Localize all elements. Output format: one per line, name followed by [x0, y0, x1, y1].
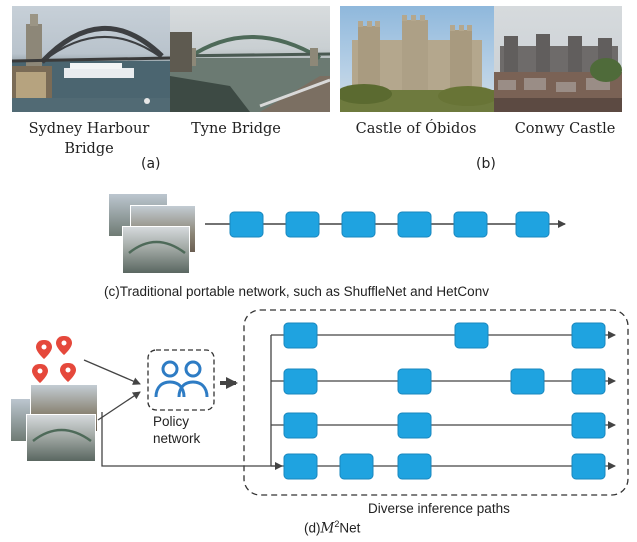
- policy-network-users-icon: [154, 360, 209, 398]
- sydney-harbour-bridge-photo: [12, 6, 170, 112]
- policy-network-label-line2: network: [153, 431, 201, 446]
- block: [285, 211, 320, 238]
- block: [510, 368, 545, 395]
- tyne-bridge-photo: [170, 6, 330, 112]
- caption-sydney-harbour-bridge: Sydney Harbour Bridge: [28, 121, 150, 157]
- inference-path-1: [271, 322, 616, 349]
- block: [397, 211, 432, 238]
- pins-to-policy-arrow: [83, 359, 141, 385]
- location-pin-icon: [60, 363, 76, 382]
- traditional-network-chain: [205, 211, 566, 238]
- block: [571, 453, 606, 480]
- block: [339, 453, 374, 480]
- inference-paths-box: [243, 309, 629, 496]
- block: [283, 412, 318, 439]
- input-image-stack-d-front: [26, 414, 96, 462]
- panel-label-b: (b): [476, 156, 496, 172]
- caption-d-suffix: Net: [339, 520, 361, 536]
- block: [397, 412, 432, 439]
- inference-path-4: [271, 453, 616, 480]
- caption-d-prefix: (d): [304, 520, 321, 536]
- caption-castle-of-obidos: Castle of Óbidos: [355, 121, 477, 137]
- input-image-stack-c-front: [122, 226, 190, 274]
- block: [571, 412, 606, 439]
- location-pin-icon: [36, 340, 52, 359]
- inference-path-3: [271, 412, 616, 439]
- block: [283, 368, 318, 395]
- caption-d-math: M: [320, 520, 335, 537]
- block: [453, 211, 488, 238]
- policy-network-label-line1: Policy: [153, 414, 190, 429]
- castle-of-obidos-photo: [340, 6, 494, 112]
- diverse-inference-paths-label: Diverse inference paths: [368, 501, 510, 516]
- location-pin-icon: [56, 336, 72, 355]
- location-pin-icon: [32, 364, 48, 383]
- block: [397, 453, 432, 480]
- block: [283, 322, 318, 349]
- panel-label-a: (a): [141, 156, 161, 172]
- inference-path-2: [271, 368, 616, 395]
- block: [229, 211, 264, 238]
- caption-d: (d)M2Net: [304, 519, 360, 537]
- policy-network-box: [147, 349, 215, 411]
- block: [397, 368, 432, 395]
- images-bypass-arrow: [101, 412, 283, 470]
- conwy-castle-photo: [494, 6, 622, 112]
- block: [571, 322, 606, 349]
- caption-tyne-bridge: Tyne Bridge: [191, 121, 281, 137]
- caption-conwy-castle: Conwy Castle: [514, 121, 616, 137]
- caption-c: (c)Traditional portable network, such as…: [104, 284, 489, 299]
- block: [571, 368, 606, 395]
- block: [454, 322, 489, 349]
- block: [283, 453, 318, 480]
- block: [341, 211, 376, 238]
- images-to-policy-arrow: [97, 391, 141, 421]
- block: [515, 211, 550, 238]
- location-pins: [32, 336, 76, 383]
- caption-d-sup: 2: [334, 519, 340, 529]
